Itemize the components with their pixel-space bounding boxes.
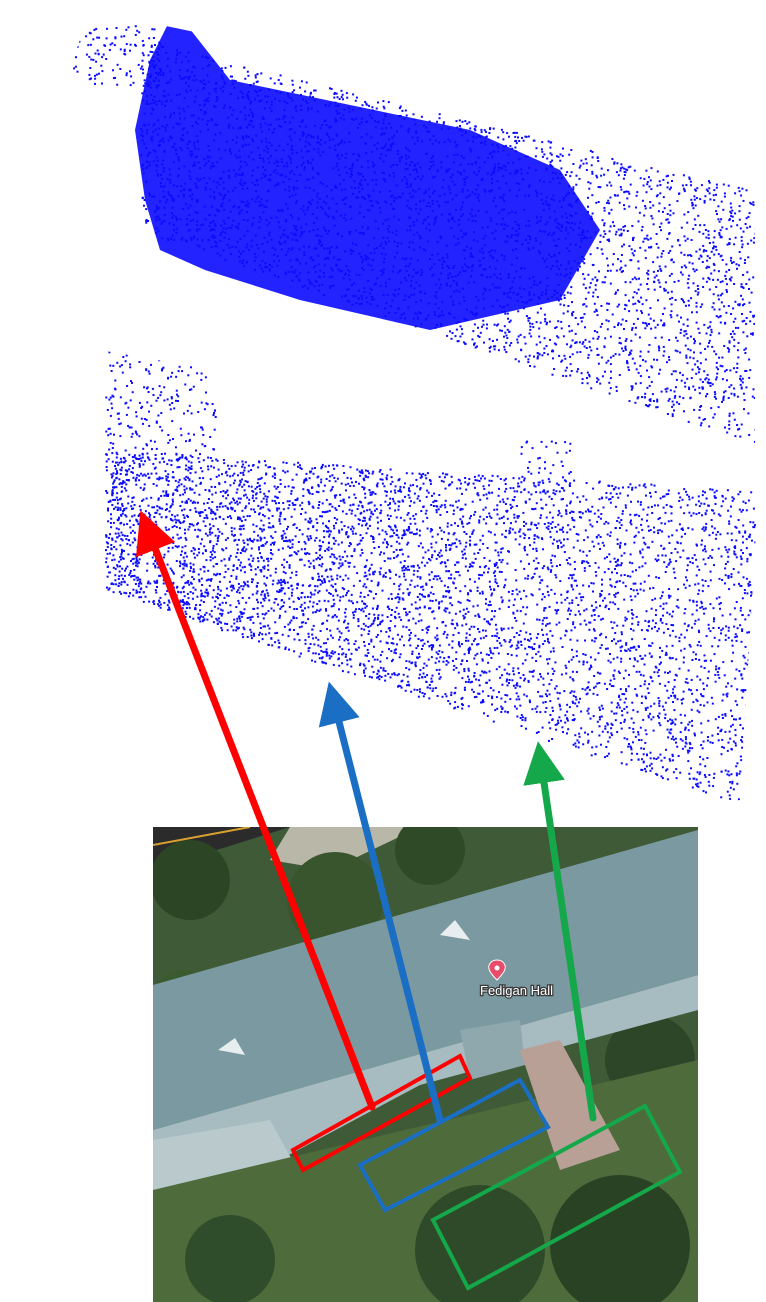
green-region-box [430, 1103, 683, 1291]
red-correspondence-arrow [136, 510, 376, 1111]
bottom-point-cloud [105, 350, 757, 809]
aerial-map: Fedigan Hall [153, 827, 698, 1302]
green-correspondence-arrow [523, 741, 597, 1122]
blue-correspondence-arrow [318, 681, 444, 1124]
map-pin-icon[interactable] [488, 959, 506, 981]
place-label: Fedigan Hall [480, 983, 553, 998]
blue-region-box [357, 1077, 551, 1213]
top-point-cloud [70, 10, 755, 443]
red-region-box [290, 1053, 473, 1173]
